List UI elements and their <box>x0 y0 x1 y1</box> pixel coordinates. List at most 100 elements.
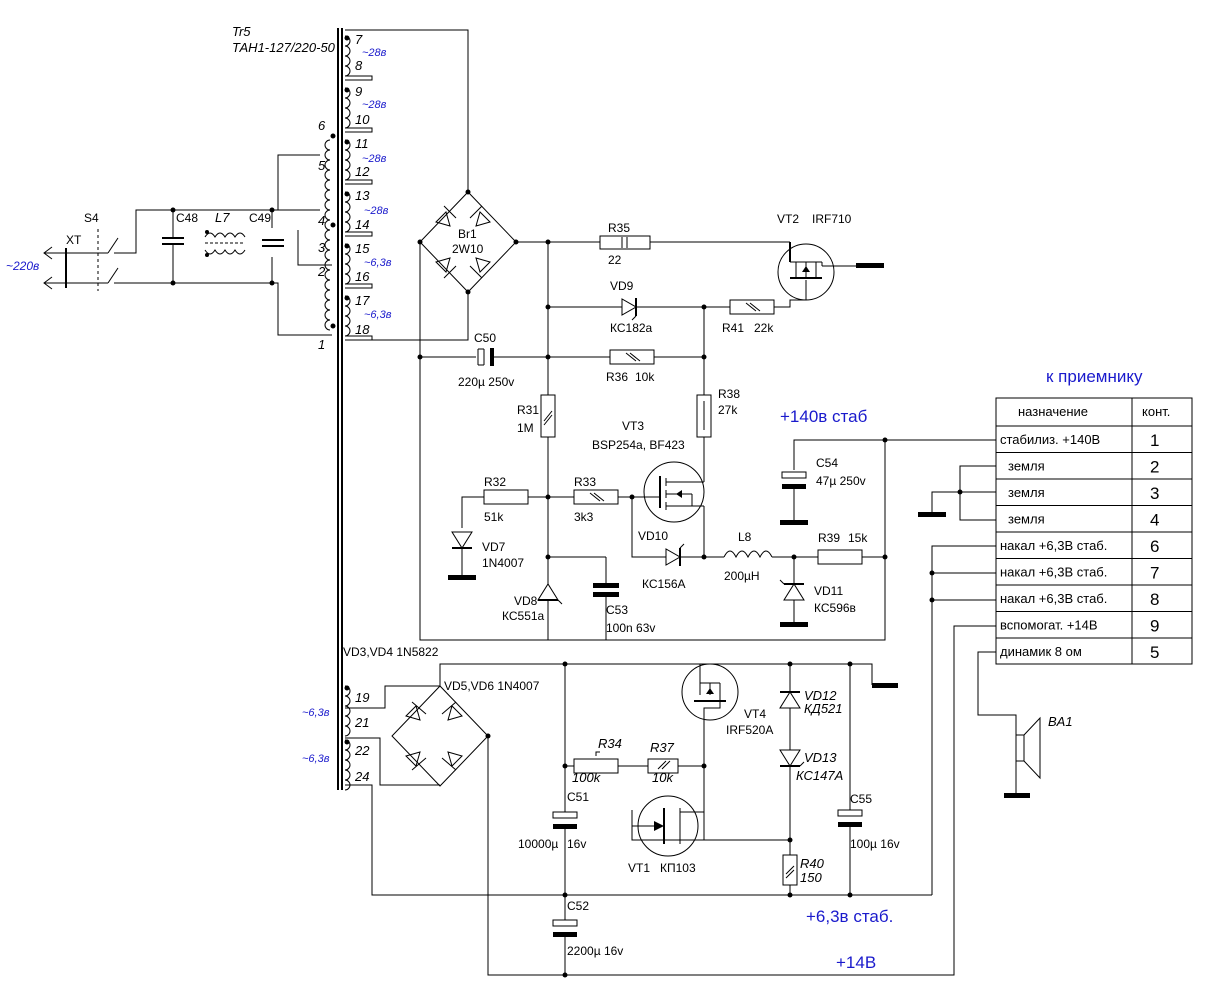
vd34-label: VD3,VD4 1N5822 <box>343 645 439 659</box>
transformer-ref: Tr5 <box>232 24 251 39</box>
c53-value: 100n 63v <box>606 621 655 635</box>
pin-2: 2 <box>317 264 326 279</box>
tap-63-a: ~6,3в <box>364 257 392 269</box>
c54-value: 47µ 250v <box>816 474 866 488</box>
winding-dot <box>344 191 350 197</box>
r37-value: 10k <box>652 770 674 785</box>
pin-6: 6 <box>318 118 326 133</box>
hv-regulator: R35 22 VT2 IRF710 VD9 КС182а R41 22k <box>417 212 996 640</box>
table-header-name: назначение <box>1018 404 1088 419</box>
table-row-name: накал +6,3В стаб. <box>1000 565 1107 580</box>
tap-28-d: ~28в <box>364 205 389 217</box>
c53-label: C53 <box>606 603 628 617</box>
l7-label: L7 <box>215 210 230 225</box>
table-row-pin: 1 <box>1150 431 1159 450</box>
tap-63-b: ~6,3в <box>364 309 392 321</box>
table-row-pin: 6 <box>1150 537 1159 556</box>
ba1-label: BA1 <box>1048 714 1073 729</box>
r36-label: R36 <box>606 370 628 384</box>
table-row-name: земля <box>1008 485 1045 500</box>
pin-8: 8 <box>355 58 363 73</box>
winding-dot <box>344 243 350 249</box>
tap-low-a: ~6,3в <box>302 707 330 719</box>
vt1-label: VT1 <box>628 861 650 875</box>
pin-5: 5 <box>318 158 326 173</box>
vd10-model: КС156А <box>642 577 686 591</box>
pin-17: 17 <box>355 293 370 308</box>
winding-lead <box>345 231 373 237</box>
r38-value: 27k <box>718 403 738 417</box>
vt2-label: VT2 <box>777 212 799 226</box>
c50-value: 220µ 250v <box>458 375 514 389</box>
input-voltage-label: ~220в <box>6 259 39 273</box>
pin-19: 19 <box>355 690 369 705</box>
pin-16: 16 <box>355 269 370 284</box>
pin-10: 10 <box>355 112 370 127</box>
s4-label: S4 <box>84 211 99 225</box>
pin-7: 7 <box>355 32 363 47</box>
c51-value: 10000µ <box>518 837 558 851</box>
table-row-pin: 4 <box>1150 511 1159 530</box>
table-row-name: земля <box>1008 512 1045 527</box>
tap-low-b: ~6,3в <box>302 753 330 765</box>
pin-9: 9 <box>355 84 362 99</box>
r32-value: 51k <box>484 510 504 524</box>
vt1-model: КП103 <box>660 861 696 875</box>
pin-24: 24 <box>354 769 369 784</box>
vt4-model: IRF520A <box>726 723 773 737</box>
table-row-pin: 2 <box>1150 458 1159 477</box>
table-row-name: накал +6,3В стаб. <box>1000 538 1107 553</box>
transformer-model: ТАН1-127/220-50 <box>232 40 336 55</box>
c50-label: C50 <box>474 331 496 345</box>
pin-14: 14 <box>355 217 369 232</box>
vd11-label: VD11 <box>814 584 843 598</box>
table-row-name: вспомогат. +14В <box>1000 618 1098 633</box>
winding-dot <box>344 295 350 301</box>
vd56-label: VD5,VD6 1N4007 <box>444 679 540 693</box>
r39-value: 15k <box>848 531 868 545</box>
table-row-name: динамик 8 ом <box>1000 644 1082 659</box>
r40-label: R40 <box>800 856 825 871</box>
r36-value: 10k <box>635 370 655 384</box>
c52-value: 2200µ 16v <box>567 944 623 958</box>
l8-value: 200µH <box>724 569 760 583</box>
bridge-br1: Br1 2W10 <box>345 29 886 641</box>
winding-dot <box>344 139 350 145</box>
winding-dot <box>344 87 350 93</box>
c55-label: C55 <box>850 792 872 806</box>
vd7-label: VD7 <box>482 540 506 554</box>
pin-13: 13 <box>355 188 370 203</box>
secondary-winding <box>344 295 351 337</box>
vd13-label: VD13 <box>804 750 837 765</box>
xt-label: XT <box>66 233 82 247</box>
vd7-model: 1N4007 <box>482 556 524 570</box>
c48-label: C48 <box>176 211 198 225</box>
table-title: к приемнику <box>1046 367 1143 386</box>
pin-15: 15 <box>355 241 370 256</box>
table-row-pin: 9 <box>1150 617 1159 636</box>
vd13-model: КС147А <box>796 768 843 783</box>
r39-label: R39 <box>818 531 840 545</box>
r34-label: R34 <box>598 736 622 751</box>
vt3-label: VT3 <box>622 419 644 433</box>
vd8-label: VD8 <box>514 594 538 608</box>
lv-regulator: VD3,VD4 1N5822 VD5,VD6 1N4007 C51 10000µ… <box>343 625 996 978</box>
secondary-winding <box>344 139 351 181</box>
vd12-model: КД521 <box>804 701 843 716</box>
pin-21: 21 <box>354 715 369 730</box>
r41-label: R41 <box>722 321 744 335</box>
table-row-name: стабилиз. +140В <box>1000 432 1100 447</box>
pin-11: 11 <box>355 136 369 151</box>
aux-rail-label: +14В <box>836 953 876 972</box>
table-row-pin: 8 <box>1150 590 1159 609</box>
r34-value: 100k <box>572 770 602 785</box>
vd10-label: VD10 <box>638 529 668 543</box>
tap-28-a: ~28в <box>362 47 387 59</box>
table-row-pin: 7 <box>1150 564 1159 583</box>
tap-28-b: ~28в <box>362 99 387 111</box>
secondary-winding <box>344 35 351 77</box>
fil-rail-label: +6,3в стаб. <box>806 907 893 926</box>
pin-12: 12 <box>355 164 370 179</box>
transformer: Tr5 ТАН1-127/220-50 6 5 4 3 2 1 7 8 9 10… <box>232 24 932 896</box>
